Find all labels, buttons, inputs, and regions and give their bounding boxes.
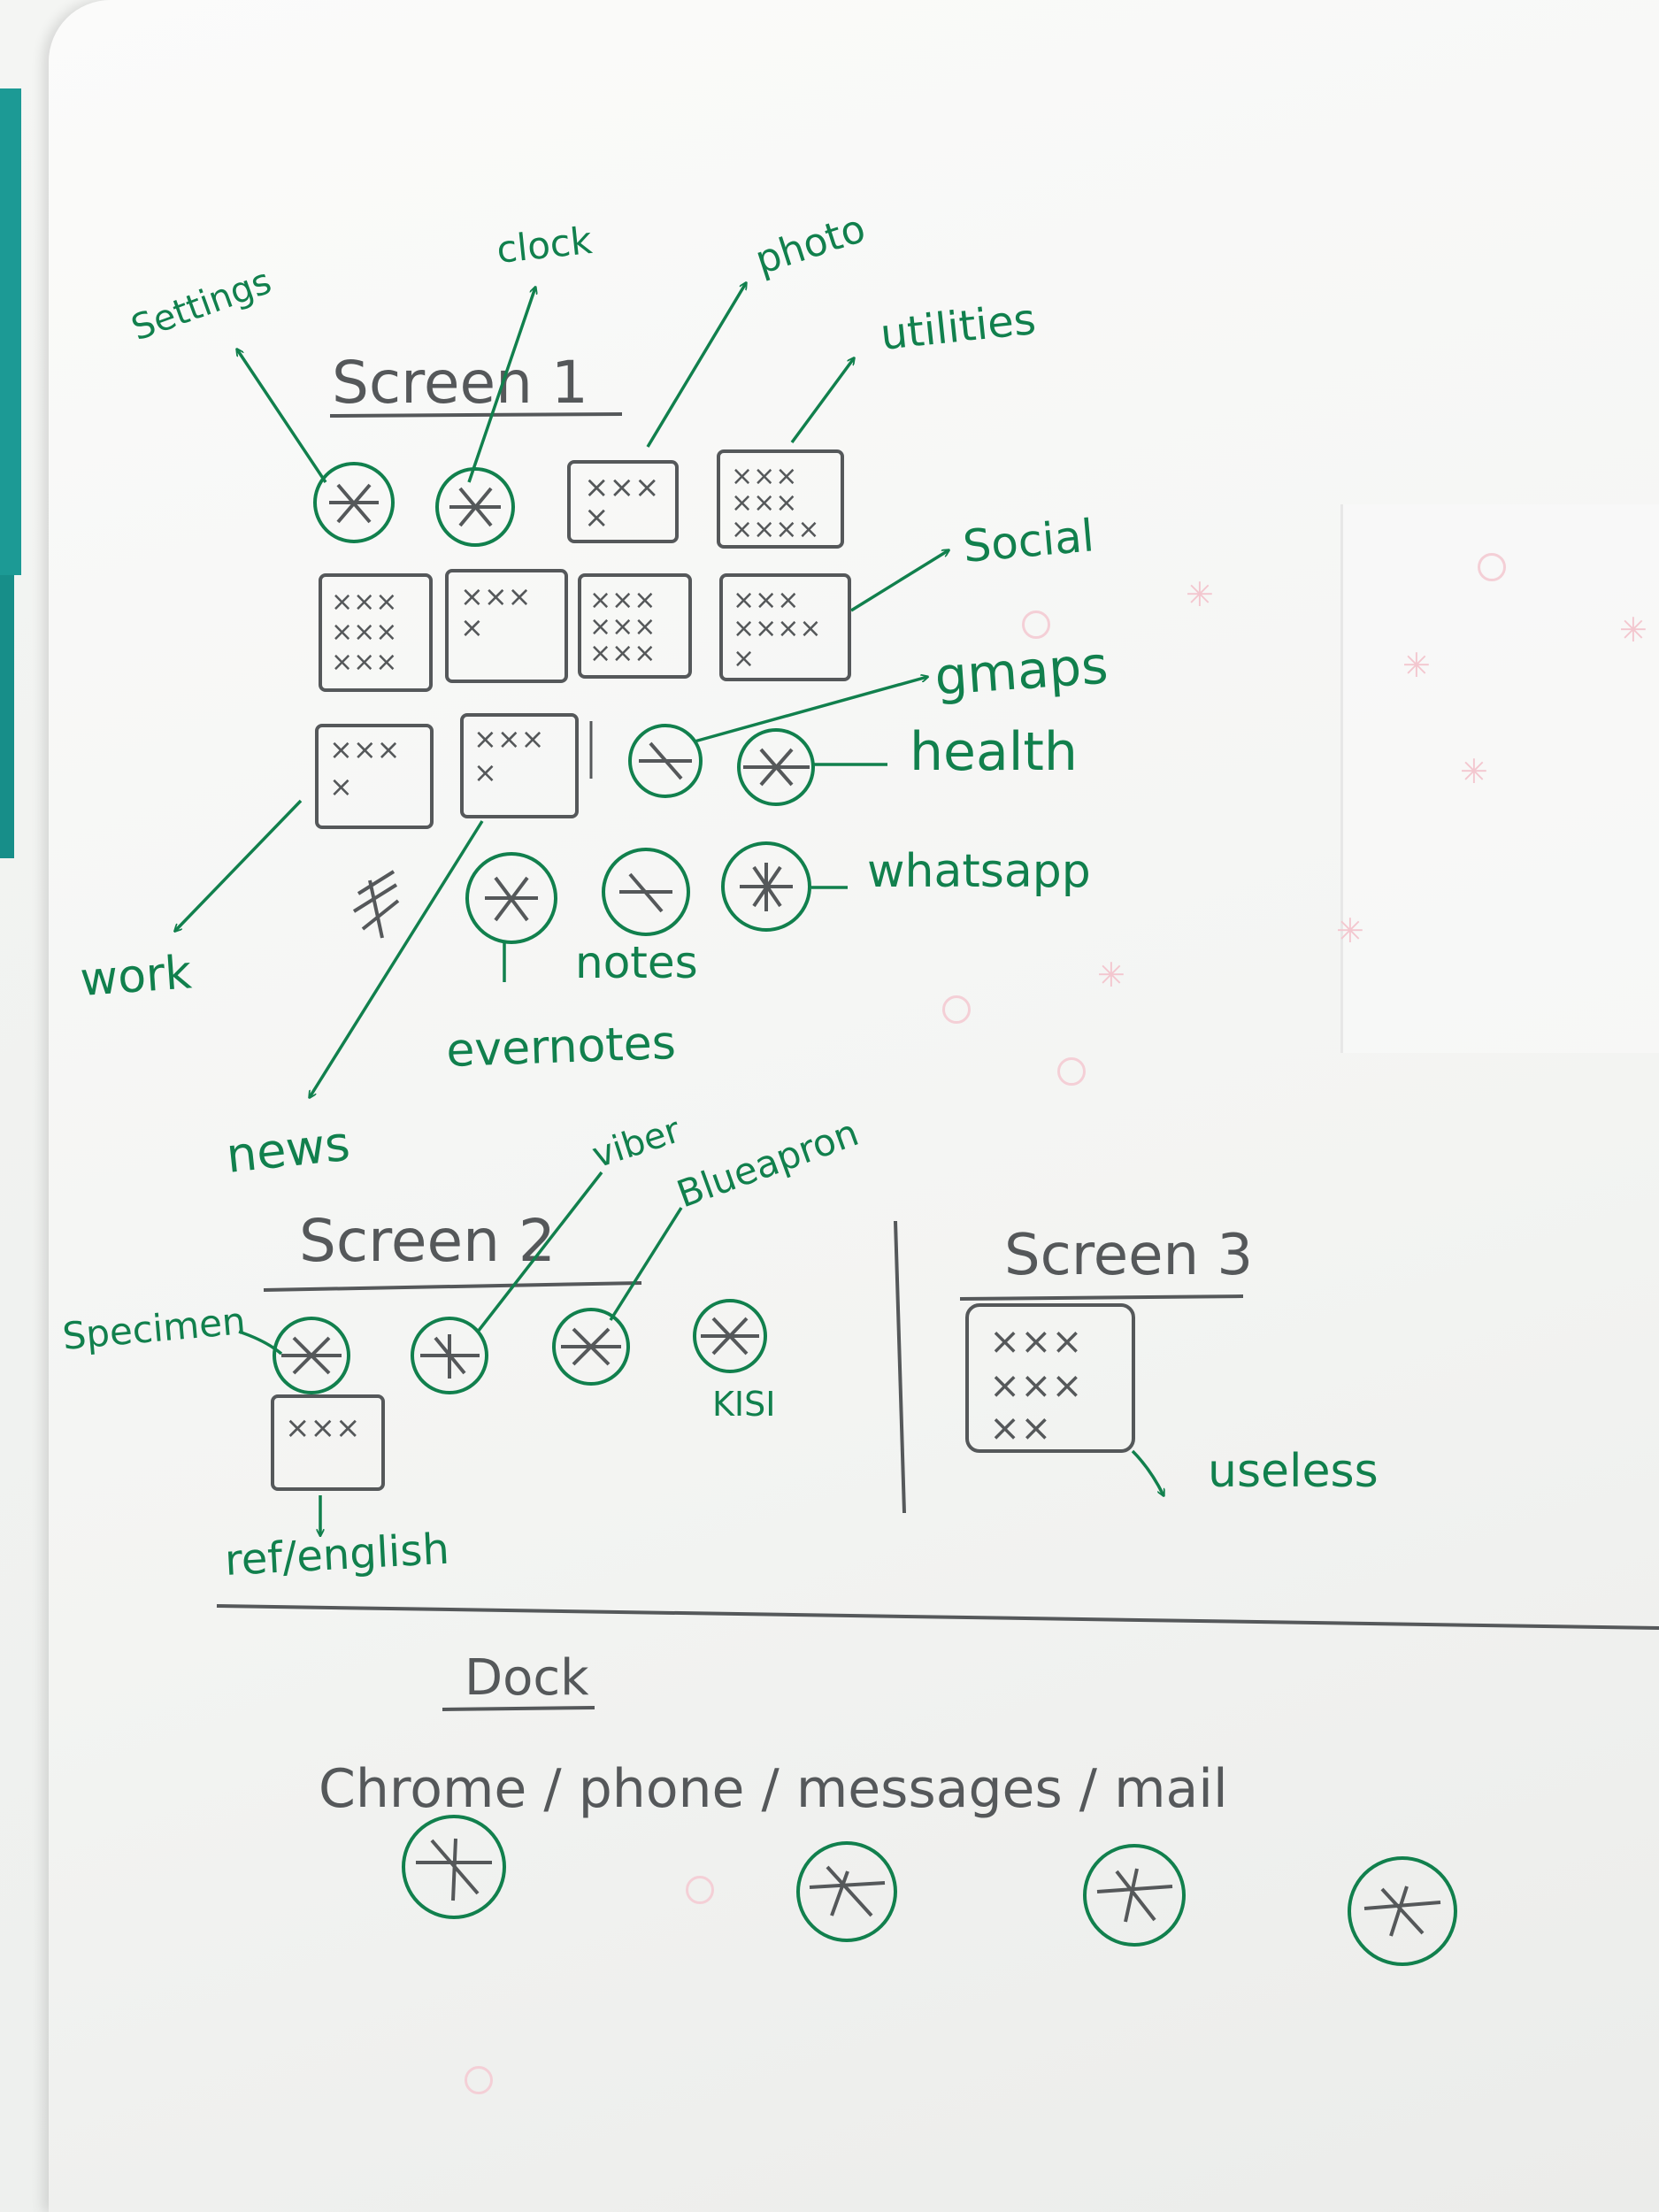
messages-app-icon (1083, 1844, 1186, 1947)
utilities-folder-icon: ××× ××× ×××× (717, 449, 844, 549)
news-folder-icon: ××× × (460, 713, 579, 818)
bleed-through-mark (686, 1876, 714, 1904)
kisi-app-icon (693, 1299, 767, 1373)
phone-app-icon (796, 1841, 897, 1942)
chrome-app-icon (402, 1815, 506, 1919)
label-health: health (910, 721, 1078, 783)
scribbled-out-mark (352, 870, 400, 939)
svg-text:×: × (733, 643, 755, 674)
bleed-through-mark: ✳ (1097, 956, 1125, 995)
svg-text:×: × (460, 611, 484, 644)
svg-text:×××: ××× (731, 461, 797, 492)
label-evernotes: evernotes (445, 1017, 676, 1078)
screen2-title: Screen 2 (299, 1207, 556, 1275)
label-clock: clock (495, 219, 595, 272)
label-notes: notes (575, 937, 698, 988)
svg-text:×: × (329, 770, 353, 803)
health-app-icon (737, 728, 815, 806)
svg-text:×××: ××× (473, 722, 544, 756)
label-photo: photo (750, 206, 871, 284)
ref-english-folder-icon: ××× (271, 1394, 385, 1491)
bleed-through-mark: ✳ (1460, 752, 1488, 791)
screen1-title-underline (329, 412, 623, 418)
label-useless: useless (1208, 1445, 1379, 1498)
screen1-title: Screen 1 (332, 349, 588, 417)
folder-icon: ××× ××× ××× (578, 573, 692, 679)
settings-app-icon (313, 462, 395, 543)
svg-text:×: × (473, 756, 497, 789)
svg-text:×××: ××× (329, 733, 400, 766)
svg-text:×××: ××× (584, 470, 659, 505)
label-news: news (224, 1116, 353, 1184)
gmaps-app-icon (628, 724, 703, 798)
bleed-through-mark (1478, 553, 1506, 581)
annotation-arrows (238, 1171, 683, 1535)
folder-icon: ××× ××× ××× (319, 573, 433, 692)
notebook-tab (0, 88, 21, 575)
bleed-through-mark (465, 2066, 493, 2094)
useless-folder-icon: ××× ××× ×× (965, 1303, 1135, 1453)
svg-text:×: × (584, 500, 610, 535)
bleed-through-mark: ✳ (1619, 611, 1647, 649)
svg-text:×××: ××× (331, 587, 397, 618)
label-gmaps: gmaps (933, 634, 1110, 707)
show-through-paper (1340, 504, 1659, 1053)
bleed-through-mark: ✳ (1186, 575, 1214, 614)
svg-text:××: ×× (989, 1406, 1051, 1449)
svg-text:×××: ××× (285, 1410, 360, 1446)
mail-app-icon (1348, 1856, 1457, 1966)
screen-divider (894, 1220, 906, 1514)
dock-title: Dock (465, 1649, 589, 1707)
clock-app-icon (435, 467, 515, 547)
label-utilities: utilities (878, 295, 1038, 360)
viber-app-icon (411, 1317, 488, 1394)
svg-text:××××: ×××× (731, 514, 820, 545)
annotation-arrows (175, 283, 949, 1097)
social-folder-icon: ××× ×××× × (719, 573, 851, 681)
screen3-title: Screen 3 (1004, 1223, 1253, 1288)
screen2-title-underline (263, 1281, 642, 1292)
label-specimen: Specimen (61, 1299, 248, 1358)
dock-apps-line: Chrome / phone / messages / mail (319, 1758, 1228, 1820)
svg-text:××××: ×××× (733, 613, 822, 644)
evernotes-app-icon (465, 852, 557, 944)
whatsapp-app-icon (721, 841, 811, 932)
work-folder-icon: ××× × (315, 724, 434, 829)
label-social: Social (961, 510, 1096, 572)
bleed-through-mark (1022, 611, 1050, 639)
svg-text:×××: ××× (989, 1319, 1083, 1363)
svg-text:×××: ××× (733, 585, 799, 616)
svg-text:×××: ××× (331, 647, 397, 678)
svg-text:×××: ××× (589, 638, 656, 669)
screen3-title-underline (959, 1294, 1244, 1301)
bleed-through-mark (1057, 1057, 1086, 1086)
svg-text:×××: ××× (460, 580, 531, 613)
svg-text:×××: ××× (589, 585, 656, 616)
bleed-through-mark: ✳ (1402, 646, 1431, 685)
specimen-app-icon (273, 1317, 350, 1394)
svg-text:×××: ××× (589, 611, 656, 642)
bleed-through-mark: ✳ (1336, 911, 1364, 950)
label-viber: viber (588, 1110, 686, 1176)
label-work: work (79, 946, 194, 1007)
label-kisi: KISI (712, 1385, 775, 1424)
label-whatsapp: whatsapp (867, 845, 1091, 898)
notebook-tab (0, 575, 14, 858)
section-rule (216, 1604, 1659, 1630)
annotation-arrow (1131, 1449, 1164, 1495)
label-settings: Settings (127, 261, 277, 349)
label-ref-english: ref/english (224, 1525, 450, 1586)
svg-text:×××: ××× (331, 617, 397, 648)
photo-folder-icon: ××× × (567, 460, 679, 543)
blueapron-app-icon (552, 1308, 630, 1386)
folder-icon: ××× × (445, 569, 568, 683)
svg-text:×××: ××× (989, 1363, 1083, 1407)
notes-app-icon (602, 848, 690, 936)
dock-title-underline (442, 1706, 595, 1711)
label-blueapron: Blueapron (672, 1110, 864, 1216)
bleed-through-mark (942, 995, 971, 1024)
svg-text:×××: ××× (731, 488, 797, 518)
